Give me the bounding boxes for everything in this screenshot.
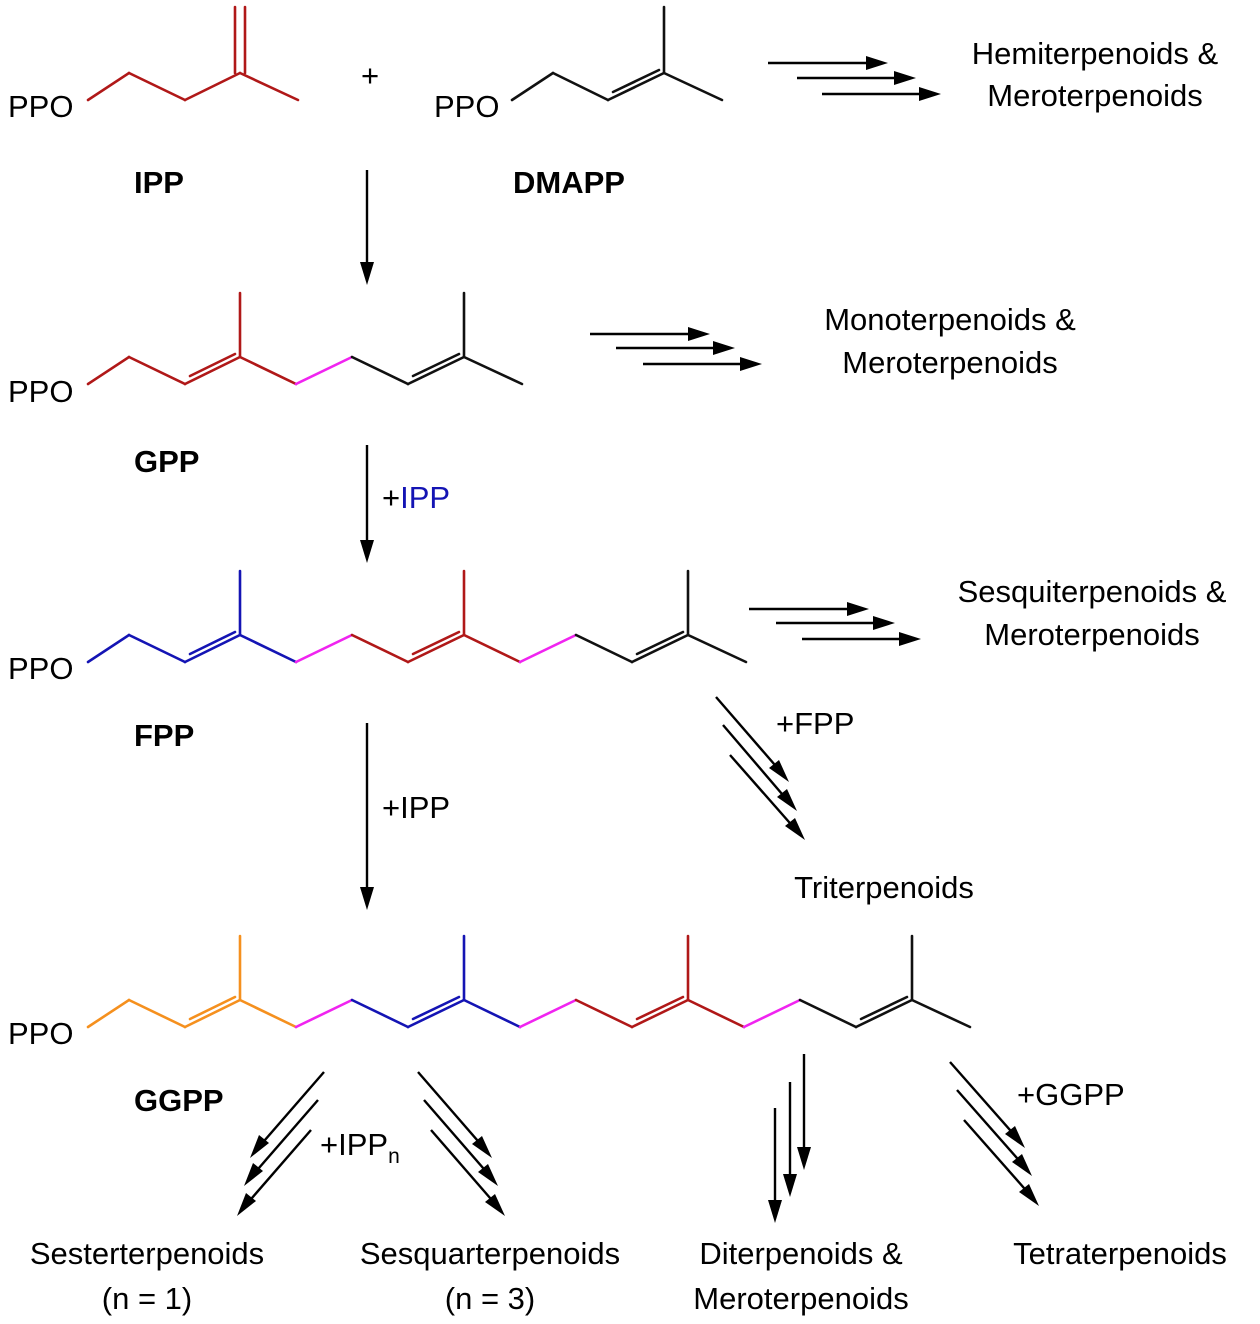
- product-sesquiterpenoids-line1: Sesquiterpenoids &: [958, 574, 1227, 609]
- reagent-ipp-n-subscript: n: [388, 1145, 400, 1168]
- compound-label-gpp: GPP: [134, 444, 199, 479]
- gpp-to-fpp-arrow: [360, 445, 374, 563]
- ggpp-ppo-label: PPO: [8, 1016, 73, 1051]
- product-triterpenoids: Triterpenoids: [794, 870, 974, 905]
- compound-label-ggpp: GGPP: [134, 1083, 224, 1118]
- ipp-ppo-label: PPO: [8, 89, 73, 124]
- fpp-structure: PPO: [8, 569, 748, 686]
- compound-label-ipp: IPP: [134, 165, 184, 200]
- fpp-to-tri-triple-arrow: [715, 696, 805, 840]
- ggpp-to-tetra-triple-arrow: [949, 1061, 1039, 1206]
- reagent-ggpp: +GGPP: [1017, 1077, 1125, 1112]
- mono-triple-arrow: [590, 327, 762, 371]
- product-sesquiterpenoids-line2: Meroterpenoids: [984, 617, 1199, 652]
- fpp-ppo-label: PPO: [8, 651, 73, 686]
- hemi-triple-arrow: [768, 56, 941, 101]
- sesqui-triple-arrow: [749, 602, 921, 646]
- ggpp-to-sester-triple-arrow: [237, 1071, 325, 1216]
- ipp-structure: PPO: [8, 5, 300, 124]
- reagent-ipp-orange: +IPP: [382, 790, 450, 825]
- product-hemiterpenoids-line2: Meroterpenoids: [987, 78, 1202, 113]
- reagent-fpp: +FPP: [776, 706, 854, 741]
- reagent-ipp-n: +IPPn: [320, 1127, 400, 1168]
- product-sesquarterpenoids-line1: Sesquarterpenoids: [360, 1236, 620, 1271]
- dmapp-ppo-label: PPO: [434, 89, 499, 124]
- reagent-ipp-n-text: +IPP: [320, 1127, 388, 1162]
- product-monoterpenoids-line1: Monoterpenoids &: [824, 302, 1076, 337]
- reagent-ipp-blue-text: IPP: [400, 480, 450, 515]
- reagent-ipp-blue-plus: +: [382, 480, 400, 515]
- product-diterpenoids-line1: Diterpenoids &: [699, 1236, 903, 1271]
- product-sesquarterpenoids-line2: (n = 3): [445, 1281, 535, 1316]
- product-hemiterpenoids-line1: Hemiterpenoids &: [972, 36, 1219, 71]
- plus-sign: +: [361, 58, 379, 93]
- reagent-ipp-blue: +IPP: [382, 480, 450, 515]
- product-sesterterpenoids-line1: Sesterterpenoids: [30, 1236, 264, 1271]
- product-diterpenoids-line2: Meroterpenoids: [693, 1281, 908, 1316]
- gpp-ppo-label: PPO: [8, 374, 73, 409]
- gpp-structure: PPO: [8, 291, 524, 409]
- ggpp-to-di-triple-arrow: [768, 1054, 811, 1223]
- fpp-to-ggpp-arrow: [360, 723, 374, 910]
- ggpp-structure: PPO: [8, 934, 972, 1051]
- ggpp-to-sesquar-triple-arrow: [417, 1071, 505, 1216]
- product-sesterterpenoids-line2: (n = 1): [102, 1281, 192, 1316]
- ipp-to-gpp-arrow: [360, 170, 374, 285]
- product-tetraterpenoids: Tetraterpenoids: [1013, 1236, 1227, 1271]
- dmapp-structure: PPO: [434, 5, 724, 124]
- product-monoterpenoids-line2: Meroterpenoids: [842, 345, 1057, 380]
- compound-label-dmapp: DMAPP: [513, 165, 625, 200]
- compound-label-fpp: FPP: [134, 718, 194, 753]
